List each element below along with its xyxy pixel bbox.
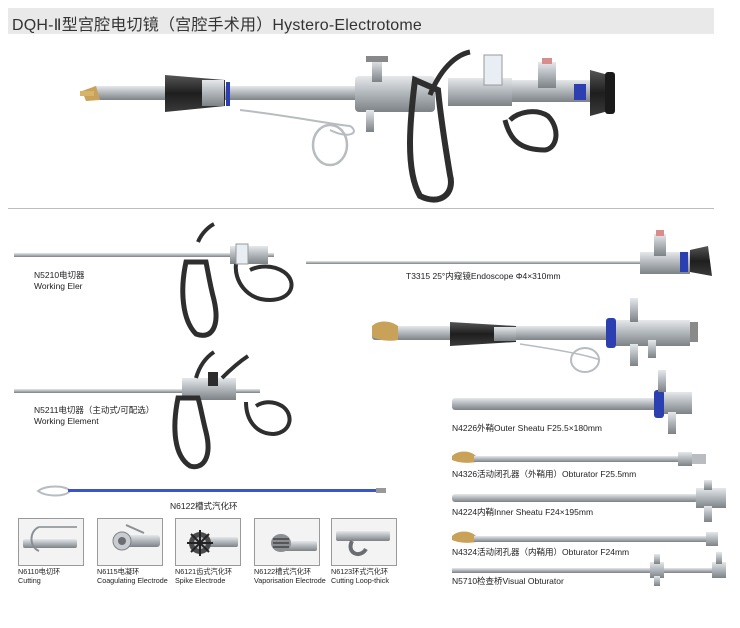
n6122-label: N6122槽式汽化环 [170, 501, 238, 511]
electrode-thumb-cutting [18, 518, 84, 566]
n5210-name: Working Eler [34, 281, 83, 291]
electrode-thumb-vaporisation [254, 518, 320, 566]
electrode-label-loop-thick: N6123环式汽化环 Cutting Loop-thick [331, 567, 389, 585]
n4324-label: N4324活动闭孔器（内鞘用）Obturator F24mm [452, 547, 630, 557]
n4226-label: N4226外鞘Outer Sheatu F25.5×180mm [452, 423, 603, 433]
t3315-label: T3315 25°内窥镜Endoscope Φ4×310mm [406, 271, 561, 281]
electrode-label-cutting: N6110电切环 Cutting [18, 567, 60, 585]
electrode-name: Vaporisation Electrode [254, 576, 326, 585]
n5211-working-element [14, 350, 292, 470]
electrode-code: N6110电切环 [18, 567, 61, 576]
spike-electrode-icon [187, 530, 238, 556]
electrode-thumb-loop-thick [331, 518, 397, 566]
title-bar: DQH-Ⅱ型宫腔电切镜（宫腔手术用）Hystero-Electrotome [8, 8, 714, 34]
n5211-name: Working Element [34, 416, 99, 426]
page-title: DQH-Ⅱ型宫腔电切镜（宫腔手术用）Hystero-Electrotome [12, 17, 422, 34]
electrode-label-coagulating: N6115电凝环 Coagulating Electrode [97, 567, 168, 585]
t3315-endoscope [306, 230, 712, 276]
n5710-label: N5710检查桥Visual Obturator [452, 576, 564, 586]
electrode-code: N6122槽式汽化环 [254, 567, 312, 576]
n4326-label: N4326活动闭孔器（外鞘用）Obturator F25.5mm [452, 469, 637, 479]
n5710-visual-obturator [452, 552, 726, 586]
electrode-name: Cutting [18, 576, 41, 585]
electrode-thumb-coagulating [97, 518, 163, 566]
electrode-label-vaporisation: N6122槽式汽化环 Vaporisation Electrode [254, 567, 326, 585]
electrode-name: Coagulating Electrode [97, 576, 168, 585]
n4326-obturator [452, 451, 706, 466]
assembled-electrotome [80, 49, 615, 203]
cutting-loop-icon [23, 526, 77, 552]
coagulating-electrode-icon [112, 524, 160, 551]
n4324-obturator [452, 531, 718, 546]
electrode-label-spike: N6121齿式汽化环 Spike Electrode [175, 567, 232, 585]
vaporisation-electrode-icon [271, 534, 317, 552]
n4226-sheath-row [452, 370, 692, 434]
n6122-long-electrode [36, 485, 386, 497]
electrode-name: Cutting Loop-thick [331, 576, 389, 585]
n5211-code: N5211电切器（主动式/可配选） [34, 405, 155, 415]
electrode-thumb-spike [175, 518, 241, 566]
electrode-name: Spike Electrode [175, 576, 226, 585]
electrode-code: N6121齿式汽化环 [175, 567, 233, 576]
n5210-label: N5210电切器 Working Eler [34, 270, 85, 292]
section-divider [8, 208, 714, 209]
n5211-label: N5211电切器（主动式/可配选） Working Element [34, 405, 154, 427]
electrode-code: N6115电凝环 [97, 567, 140, 576]
n4224-label: N4224内鞘Inner Sheatu F24×195mm [452, 507, 594, 517]
n4226-outer-sheath [372, 298, 698, 373]
loop-thick-icon [336, 531, 390, 557]
electrode-code: N6123环式汽化环 [331, 567, 389, 576]
n5210-working-element [14, 222, 294, 338]
n5210-code: N5210电切器 [34, 270, 85, 280]
n4224-inner-sheath [452, 480, 726, 522]
